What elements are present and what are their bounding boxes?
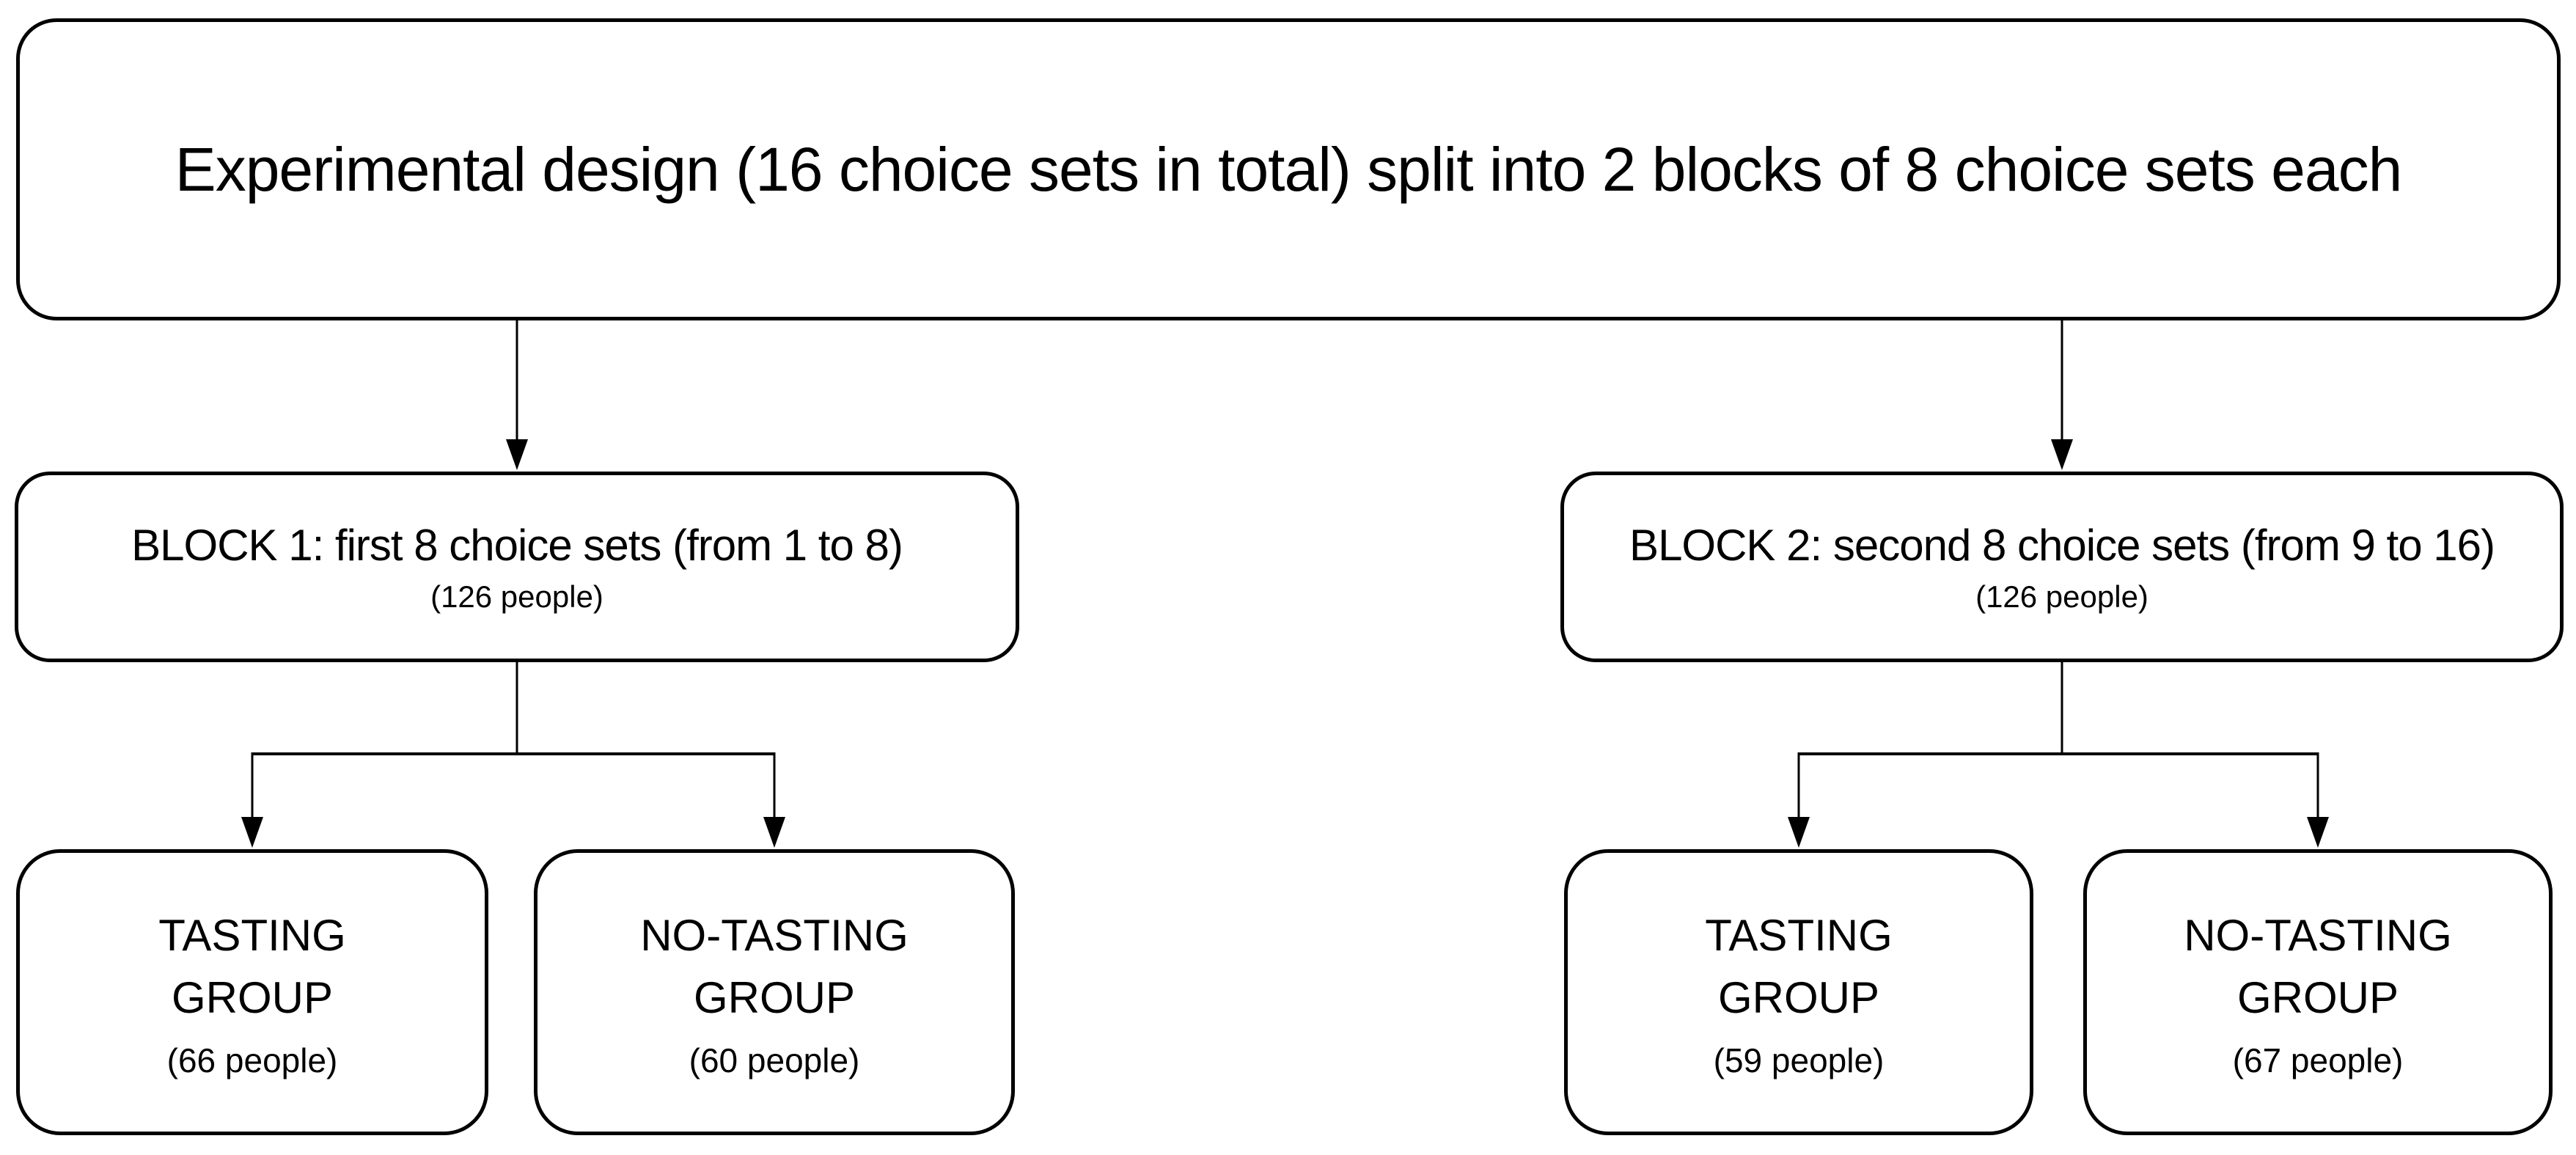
root-title: Experimental design (16 choice sets in t…: [175, 134, 2403, 204]
root-node: Experimental design (16 choice sets in t…: [16, 18, 2561, 320]
block2-title: BLOCK 2: second 8 choice sets (from 9 to…: [1629, 520, 2495, 570]
group-title-line1: TASTING: [1705, 911, 1893, 960]
group-title-line2: GROUP: [1717, 973, 1880, 1022]
group-title-line1: NO-TASTING: [640, 911, 909, 960]
arrowhead-block1: [506, 439, 528, 470]
arrowhead-block2-no-tasting: [2307, 817, 2329, 848]
group-title-line1: TASTING: [158, 911, 346, 960]
group-people-count: (60 people): [689, 1041, 860, 1079]
block1-tasting-group-node: TASTING GROUP (66 people): [16, 849, 488, 1135]
group-people-count: (59 people): [1713, 1041, 1885, 1079]
arrowhead-block2: [2051, 439, 2073, 470]
arrowhead-block2-tasting: [1788, 817, 1810, 848]
group-people-count: (67 people): [2232, 1041, 2404, 1079]
block2-node: BLOCK 2: second 8 choice sets (from 9 to…: [1560, 472, 2564, 662]
arrowhead-block1-tasting: [241, 817, 263, 848]
block2-people-count: (126 people): [1975, 579, 2148, 614]
block1-no-tasting-group-node: NO-TASTING GROUP (60 people): [534, 849, 1015, 1135]
group-title-line2: GROUP: [2236, 973, 2399, 1022]
group-title-line1: NO-TASTING: [2184, 911, 2452, 960]
block2-no-tasting-group-node: NO-TASTING GROUP (67 people): [2083, 849, 2553, 1135]
group-title-line2: GROUP: [693, 973, 856, 1022]
block1-title: BLOCK 1: first 8 choice sets (from 1 to …: [131, 520, 903, 570]
arrowhead-block1-no-tasting: [763, 817, 785, 848]
block1-people-count: (126 people): [430, 579, 603, 614]
block1-node: BLOCK 1: first 8 choice sets (from 1 to …: [15, 472, 1019, 662]
block2-tasting-group-node: TASTING GROUP (59 people): [1564, 849, 2033, 1135]
group-title-line2: GROUP: [171, 973, 334, 1022]
group-people-count: (66 people): [166, 1041, 338, 1079]
